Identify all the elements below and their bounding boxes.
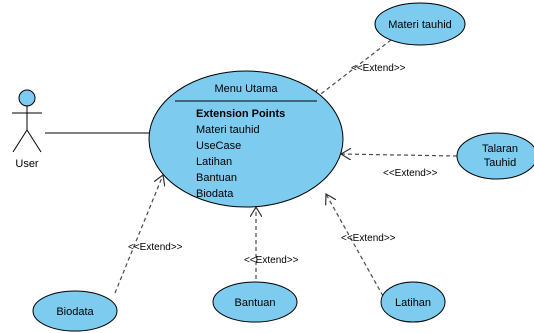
- actor-user[interactable]: User: [12, 89, 42, 170]
- extend-line-biodata: [114, 175, 163, 294]
- usecase-talaran-tauhid[interactable]: Talaran Tauhid: [456, 132, 534, 180]
- usecase-latihan[interactable]: Latihan: [380, 281, 446, 323]
- usecase-bantuan[interactable]: Bantuan: [212, 281, 298, 323]
- usecase-biodata-label: Biodata: [56, 306, 94, 318]
- extension-point-item: Bantuan: [196, 172, 237, 184]
- extend-label-biodata: <<Extend>>: [128, 242, 183, 253]
- usecase-materi-tauhid[interactable]: Materi tauhid: [374, 2, 466, 46]
- usecase-latihan-shape: [380, 281, 446, 323]
- usecase-bantuan-shape: [212, 281, 298, 323]
- usecase-talaran-tauhid-label-2: Tauhid: [484, 157, 516, 169]
- actor-label: User: [15, 158, 39, 170]
- extend-line-latihan: [326, 194, 384, 297]
- extension-point-item: Latihan: [196, 156, 232, 168]
- actor-left-leg: [12, 129, 28, 153]
- usecase-bantuan-label: Bantuan: [235, 297, 276, 309]
- extend-line-talaran: [341, 154, 458, 156]
- extend-label-talaran: <<Extend>>: [383, 168, 438, 179]
- extend-label-latihan: <<Extend>>: [341, 233, 396, 244]
- extension-points-header: Extension Points: [196, 108, 285, 120]
- usecase-latihan-label: Latihan: [395, 297, 431, 309]
- extension-point-item: Biodata: [196, 188, 234, 200]
- usecase-talaran-tauhid-shape: [456, 132, 534, 180]
- usecase-menu-utama-title: Menu Utama: [215, 83, 279, 95]
- usecase-biodata[interactable]: Biodata: [32, 290, 118, 332]
- extension-point-item: Materi tauhid: [196, 124, 260, 136]
- usecase-materi-tauhid-shape: [374, 2, 466, 46]
- actor-head: [18, 89, 36, 107]
- usecase-menu-utama-shape: [148, 70, 344, 208]
- extension-point-item: UseCase: [196, 140, 241, 152]
- usecase-talaran-tauhid-label-1: Talaran: [482, 143, 518, 155]
- usecase-menu-utama[interactable]: Menu Utama Extension Points Materi tauhi…: [148, 70, 344, 208]
- extend-line-materi: [313, 39, 392, 100]
- extend-label-materi: <<Extend>>: [351, 63, 406, 74]
- usecase-biodata-shape: [32, 290, 118, 332]
- extend-label-bantuan: <<Extend>>: [244, 255, 299, 266]
- usecase-materi-tauhid-label: Materi tauhid: [388, 19, 452, 31]
- actor-right-leg: [26, 129, 42, 153]
